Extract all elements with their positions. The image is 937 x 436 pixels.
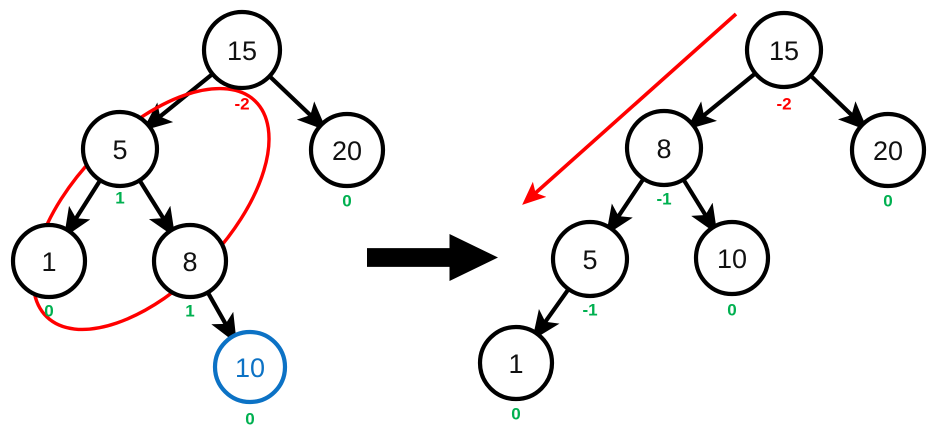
tree-node-circle-8 [151,222,229,300]
tree-node-circle-8 [624,108,704,188]
balance-factor-5: -1 [582,301,597,320]
tree-edge-R8-R10 [682,179,718,235]
tree-node-circle-1 [477,324,555,402]
tree-node-circle-5 [550,219,630,299]
transform-arrow [367,234,498,281]
tree-edge-L15-L5 [142,72,214,131]
tree-edge-L15-L20 [268,75,327,131]
transform-arrow-group [367,234,498,281]
balance-factor-20: 0 [883,192,892,211]
balance-factor-8: -1 [656,190,671,209]
balance-factor-10: 0 [245,410,254,429]
tree-node-label-15: 15 [227,36,257,66]
tree-edge-L5-L8 [138,180,176,238]
tree-node-circle-15 [201,9,283,91]
tree-edge-R15-R20 [809,74,868,131]
balance-factor-8: 1 [185,302,194,321]
tree-edge-L5-L1 [63,179,102,238]
tree-edge-R15-R8 [686,72,756,130]
tree-node-label-8: 8 [656,134,671,164]
balance-factor-1: 0 [44,302,53,321]
right-tree-annotation [522,12,738,205]
tree-node-circle-1 [10,222,88,300]
tree-node-label-1: 1 [508,349,523,379]
balance-factor-20: 0 [342,192,351,211]
right-tree-edges [532,72,868,341]
tree-node-circle-15 [744,10,824,90]
tree-node-label-10: 10 [235,353,265,383]
tree-node-circle-10 [693,219,771,297]
tree-node-label-8: 8 [182,247,197,277]
left-tree-edges [63,72,327,344]
tree-edge-R5-R1 [532,288,570,341]
tree-node-label-20: 20 [332,136,362,166]
balance-factor-10: 0 [727,301,736,320]
tree-node-circle-10 [212,329,288,405]
balance-factor-5: 1 [115,189,124,208]
balance-factor-15: -2 [776,95,791,114]
tree-node-circle-20 [308,111,386,189]
tree-node-label-10: 10 [717,244,747,274]
tree-node-label-1: 1 [41,247,56,277]
tree-node-circle-5 [80,109,160,189]
tree-node-label-15: 15 [769,36,799,66]
tree-edge-L8-L10 [206,292,237,344]
tree-edge-R8-R5 [606,178,645,235]
tree-node-circle-20 [849,111,927,189]
tree-node-label-5: 5 [582,245,597,275]
rotation-direction-arrow [522,12,738,205]
balance-factor-1: 0 [511,405,520,424]
tree-node-label-5: 5 [112,135,127,165]
balance-factor-15: -2 [234,95,249,114]
tree-node-label-20: 20 [873,136,903,166]
